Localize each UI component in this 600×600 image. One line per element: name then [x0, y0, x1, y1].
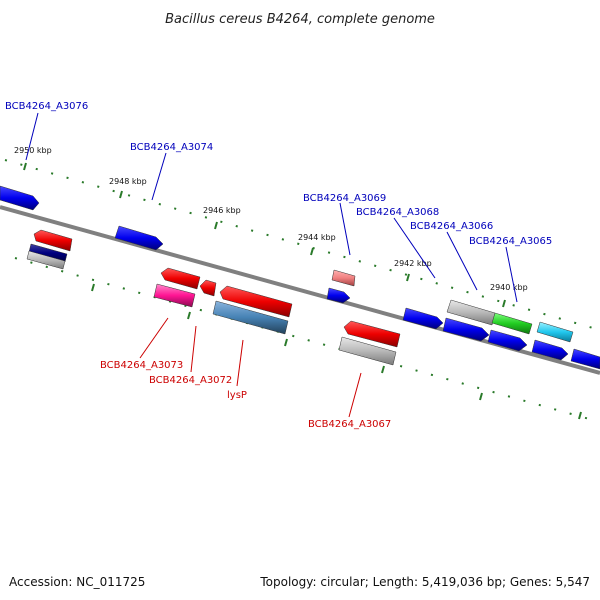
- gene-label-bcb4264-a3076[interactable]: BCB4264_A3076: [5, 101, 88, 112]
- major-tick: [578, 411, 582, 420]
- label-leader: [151, 152, 167, 201]
- label-leader: [339, 202, 351, 256]
- major-tick: [381, 365, 385, 374]
- genome-summary-text: Topology: circular; Length: 5,419,036 bp…: [259, 575, 590, 589]
- major-tick: [23, 162, 27, 171]
- major-tick: [406, 273, 410, 282]
- label-leader: [139, 317, 169, 359]
- reverse-gene-labels: BCB4264_A3073 BCB4264_A3072 lysP BCB4264…: [100, 317, 391, 430]
- gene-reverse-left[interactable]: [33, 229, 73, 252]
- label-leader: [236, 339, 244, 387]
- gene-reverse-gray-left[interactable]: [26, 250, 66, 270]
- tick-label: 2950 kbp: [14, 146, 52, 155]
- label-leader: [446, 231, 478, 291]
- gene-bcb4264-a3072[interactable]: [199, 279, 217, 297]
- gene-label-bcb4264-a3067[interactable]: BCB4264_A3067: [308, 419, 391, 430]
- label-leader: [348, 372, 362, 418]
- gene-bcb4264-a3067[interactable]: [343, 320, 401, 348]
- forward-genes: [0, 185, 600, 370]
- gene-forward-pair[interactable]: [442, 317, 490, 342]
- gene-bcb4264-a3066-gray[interactable]: [446, 299, 496, 326]
- gene-bcb4264-a3066[interactable]: [491, 312, 533, 335]
- gene-label-bcb4264-a3072[interactable]: BCB4264_A3072: [149, 375, 232, 386]
- major-tick: [119, 190, 123, 199]
- gene-bcb4264-a3068[interactable]: [402, 307, 444, 330]
- gene-bcb4264-a3073-magenta[interactable]: [153, 283, 196, 308]
- reverse-genes: [26, 229, 401, 366]
- tick-label: 2944 kbp: [298, 233, 336, 242]
- major-tick: [91, 283, 95, 292]
- gene-forward-edge[interactable]: [531, 339, 569, 361]
- accession-text: Accession: NC_011725: [9, 575, 145, 589]
- forward-gene-labels: BCB4264_A3076 BCB4264_A3074 BCB4264_A306…: [5, 101, 552, 303]
- lower-tick-track: [14, 257, 600, 423]
- gene-label-bcb4264-a3066[interactable]: BCB4264_A3066: [410, 221, 493, 232]
- label-leader: [393, 217, 436, 279]
- gene-bcb4264-a3065[interactable]: [536, 321, 574, 343]
- major-tick: [284, 338, 288, 347]
- gene-forward-edge-2[interactable]: [570, 348, 600, 370]
- gene-label-bcb4264-a3069[interactable]: BCB4264_A3069: [303, 193, 386, 204]
- map-title: Bacillus cereus B4264, complete genome: [165, 12, 435, 27]
- major-tick: [187, 311, 191, 320]
- gene-label-bcb4264-a3074[interactable]: BCB4264_A3074: [130, 142, 213, 153]
- major-tick: [310, 247, 314, 256]
- gene-bcb4264-a3074[interactable]: [114, 225, 164, 251]
- gene-label-bcb4264-a3073[interactable]: BCB4264_A3073: [100, 360, 183, 371]
- upper-tick-track: 2950 kbp 2948 kbp 2946 kbp 2944 kbp 2942…: [4, 146, 600, 331]
- tick-label: 2946 kbp: [203, 206, 241, 215]
- gene-forward-small[interactable]: [326, 287, 351, 304]
- major-tick: [502, 299, 506, 308]
- tick-label: 2948 kbp: [109, 177, 147, 186]
- tick-label: 2942 kbp: [394, 259, 432, 268]
- gene-label-bcb4264-a3068[interactable]: BCB4264_A3068: [356, 207, 439, 218]
- label-leader: [25, 112, 39, 161]
- major-tick: [479, 392, 483, 401]
- gene-bcb4264-a3069[interactable]: [331, 269, 356, 287]
- major-tick: [214, 221, 218, 230]
- tick-label: 2940 kbp: [490, 283, 528, 292]
- gene-bcb4264-a3076[interactable]: [0, 185, 40, 211]
- label-leader: [505, 246, 518, 303]
- label-leader: [190, 325, 197, 373]
- gene-forward-pair-2[interactable]: [487, 329, 528, 352]
- gene-bcb4264-a3073[interactable]: [160, 267, 201, 290]
- gene-label-bcb4264-a3065[interactable]: BCB4264_A3065: [469, 236, 552, 247]
- gene-bcb4264-a3067-gray[interactable]: [338, 336, 397, 366]
- gene-lysp[interactable]: [219, 285, 293, 318]
- gene-lysp-steel[interactable]: [212, 300, 289, 335]
- gene-label-lysp[interactable]: lysP: [227, 390, 247, 401]
